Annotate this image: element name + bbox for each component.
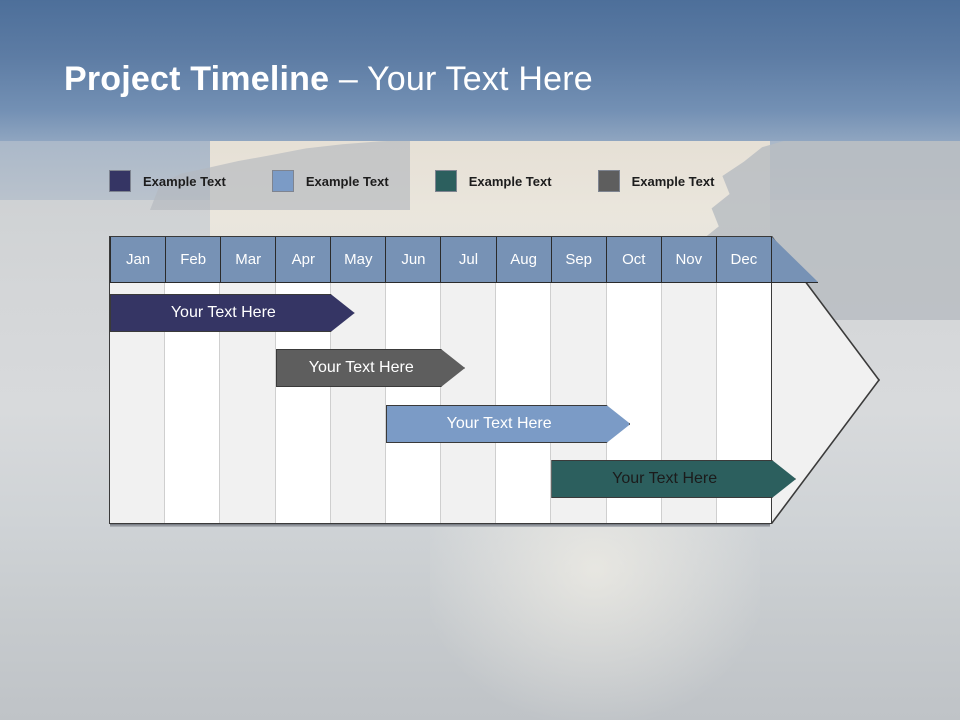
month-column-feb [165,237,221,523]
task-bar-3[interactable]: Your Text Here [386,405,631,443]
month-column-jan [110,237,166,523]
task-bar-label-4: Your Text Here [612,470,718,487]
month-header-rule [110,282,818,283]
month-column-jul [441,237,497,523]
month-header-oct[interactable]: Oct [606,237,662,282]
task-bar-2[interactable]: Your Text Here [276,349,466,387]
legend-label-2: Example Text [305,173,389,189]
task-bar-4[interactable]: Your Text Here [551,460,796,498]
legend-swatch-3 [434,170,457,192]
month-header-jul[interactable]: Jul [441,237,497,282]
month-header-mar[interactable]: Mar [221,237,277,282]
task-bar-label-3: Your Text Here [446,415,552,432]
month-column-mar [220,237,276,523]
month-header-dec[interactable]: Dec [716,237,772,282]
month-header-cap [772,237,818,282]
title-band: Project Timeline – Your Text Here [0,0,960,141]
legend-item-3: Example Text [434,170,552,192]
page-title: Project Timeline – Your Text Here [64,60,593,99]
month-header-feb[interactable]: Feb [166,237,222,282]
legend-label-4: Example Text [631,173,715,189]
legend-item-4: Example Text [597,170,715,192]
month-header-sep[interactable]: Sep [551,237,607,282]
page-title-strong: Project Timeline [64,60,330,98]
legend-swatch-2 [271,170,294,192]
month-header-jun[interactable]: Jun [386,237,442,282]
month-grid [110,237,773,523]
task-bar-label-1: Your Text Here [170,304,276,321]
task-bar-1[interactable]: Your Text Here [110,294,355,332]
legend-swatch-4 [597,170,620,192]
legend: Example Text Example Text Example Text Exam… [109,168,809,194]
task-bar-label-2: Your Text Here [308,359,414,376]
month-header-may[interactable]: May [331,237,387,282]
month-header-aug[interactable]: Aug [496,237,552,282]
month-header-nov[interactable]: Nov [661,237,717,282]
legend-swatch-1 [109,170,131,192]
month-header-jan[interactable]: Jan [110,237,167,282]
legend-item-1: Example Text [109,170,226,192]
chart-baseline-shadow [110,524,770,527]
month-header-apr[interactable]: Apr [276,237,332,282]
month-column-aug [496,237,552,523]
legend-item-2: Example Text [271,170,389,192]
page-title-light: – Your Text Here [329,60,593,98]
legend-label-1: Example Text [143,173,226,189]
legend-label-3: Example Text [468,173,552,189]
